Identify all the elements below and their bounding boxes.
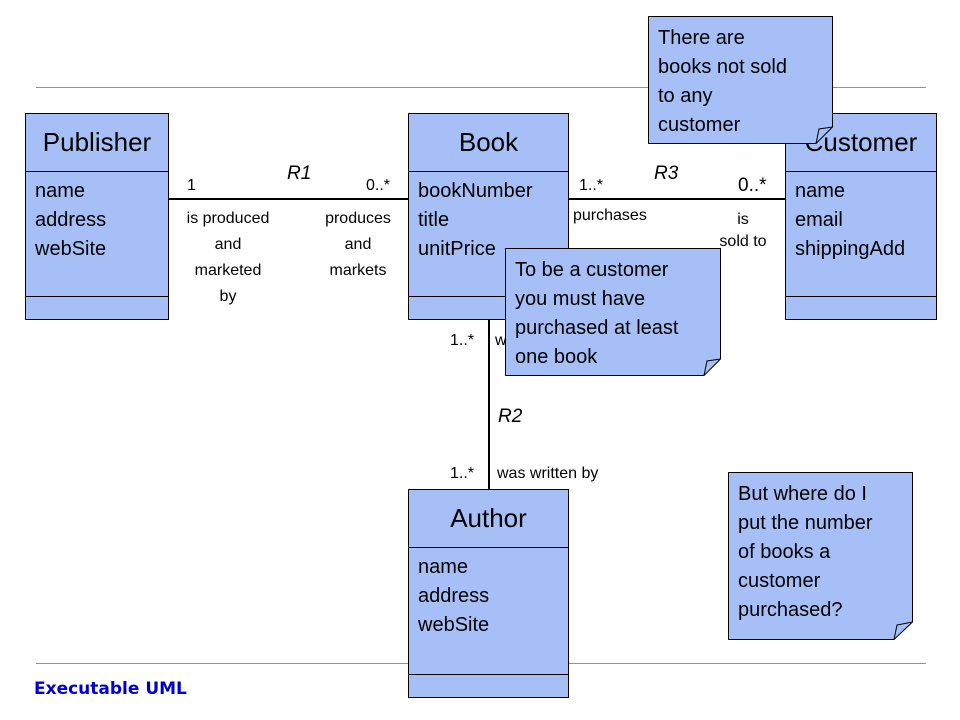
footer-title: Executable UML: [34, 679, 187, 699]
r3-association-line: [568, 198, 785, 200]
publisher-class-name: Publisher: [26, 114, 168, 172]
publisher-class[interactable]: Publisher name address webSite: [25, 113, 169, 320]
r3-customer-phrase-line: sold to: [719, 233, 767, 250]
note-line: purchased?: [738, 599, 843, 621]
customer-attributes: name email shippingAdd: [786, 171, 936, 297]
book-attr-booknumber: bookNumber: [418, 180, 533, 202]
note-where-put-count[interactable]: But where do I put the number of books a…: [728, 472, 913, 640]
note-line: But where do I: [738, 483, 867, 505]
note-line: customer: [738, 570, 821, 592]
r1-publisher-multiplicity: 1: [187, 177, 196, 194]
customer-attr-name: name: [795, 180, 846, 202]
author-attributes: name address webSite: [409, 547, 568, 675]
customer-attr-shippingadd: shippingAdd: [795, 238, 906, 260]
r2-author-phrase: was written by: [497, 465, 599, 482]
note-books-not-sold-text: There are books not sold to any customer: [658, 24, 827, 140]
note-line: purchased at least: [515, 317, 679, 339]
author-attr-address: address: [418, 585, 490, 607]
r1-book-phrase: produces and markets: [306, 206, 410, 284]
r3-book-multiplicity: 1..*: [579, 177, 604, 194]
r1-book-phrase-line: markets: [329, 262, 387, 279]
note-line: one book: [515, 346, 598, 368]
r1-name: R1: [287, 163, 312, 184]
r3-customer-phrase-line: is: [737, 211, 749, 228]
publisher-attributes: name address webSite: [26, 171, 168, 297]
r2-author-multiplicity: 1..*: [450, 465, 475, 482]
author-class[interactable]: Author name address webSite: [408, 489, 569, 698]
note-books-not-sold-shape: [648, 16, 833, 144]
note-line: There are: [658, 27, 745, 49]
book-attr-unitprice: unitPrice: [418, 238, 496, 260]
note-where-put-count-shape: [728, 472, 913, 640]
author-attr-website: webSite: [418, 614, 490, 636]
r3-book-phrase: purchases: [573, 207, 647, 224]
customer-attr-email: email: [795, 209, 843, 231]
customer-class[interactable]: Customer name email shippingAdd: [785, 113, 937, 320]
r1-book-multiplicity: 0..*: [366, 177, 391, 194]
note-line: customer: [658, 114, 741, 136]
r2-association-line: [488, 319, 490, 489]
customer-class-name: Customer: [786, 114, 936, 172]
note-where-put-count-text: But where do I put the number of books a…: [738, 480, 907, 625]
r1-book-phrase-line: and: [344, 236, 372, 253]
top-divider: [36, 87, 926, 88]
r3-customer-multiplicity: 0..*: [738, 175, 767, 196]
note-must-purchase-text: To be a customer you must have purchased…: [515, 256, 715, 372]
note-line: To be a customer: [515, 259, 669, 281]
note-line: you must have: [515, 288, 646, 310]
r1-publisher-phrase-line: is produced: [186, 210, 270, 227]
author-attr-name: name: [418, 556, 469, 578]
r1-association-line: [168, 198, 409, 200]
r1-publisher-phrase-line: by: [219, 288, 237, 305]
book-attributes: bookNumber title unitPrice: [409, 171, 568, 297]
r3-customer-phrase: is sold to: [708, 209, 778, 253]
note-must-purchase[interactable]: To be a customer you must have purchased…: [505, 248, 721, 376]
book-class[interactable]: Book bookNumber title unitPrice: [408, 113, 569, 320]
note-line: books not sold: [658, 56, 787, 78]
r2-book-multiplicity: 1..*: [450, 332, 475, 349]
publisher-attr-website: webSite: [35, 238, 107, 260]
note-line: of books a: [738, 541, 831, 563]
book-class-name: Book: [409, 114, 568, 172]
publisher-attr-address: address: [35, 209, 107, 231]
publisher-attr-name: name: [35, 180, 86, 202]
note-books-not-sold[interactable]: There are books not sold to any customer: [648, 16, 833, 144]
r2-name: R2: [498, 406, 523, 427]
note-must-purchase-shape: [505, 248, 721, 376]
r1-publisher-phrase-line: and: [214, 236, 242, 253]
r1-publisher-phrase: is produced and marketed by: [168, 206, 288, 310]
author-class-name: Author: [409, 490, 568, 548]
book-attr-title: title: [418, 209, 450, 231]
note-line: to any: [658, 85, 713, 107]
r1-publisher-phrase-line: marketed: [194, 262, 262, 279]
r1-book-phrase-line: produces: [325, 210, 391, 227]
r3-name: R3: [654, 163, 679, 184]
note-line: put the number: [738, 512, 873, 534]
